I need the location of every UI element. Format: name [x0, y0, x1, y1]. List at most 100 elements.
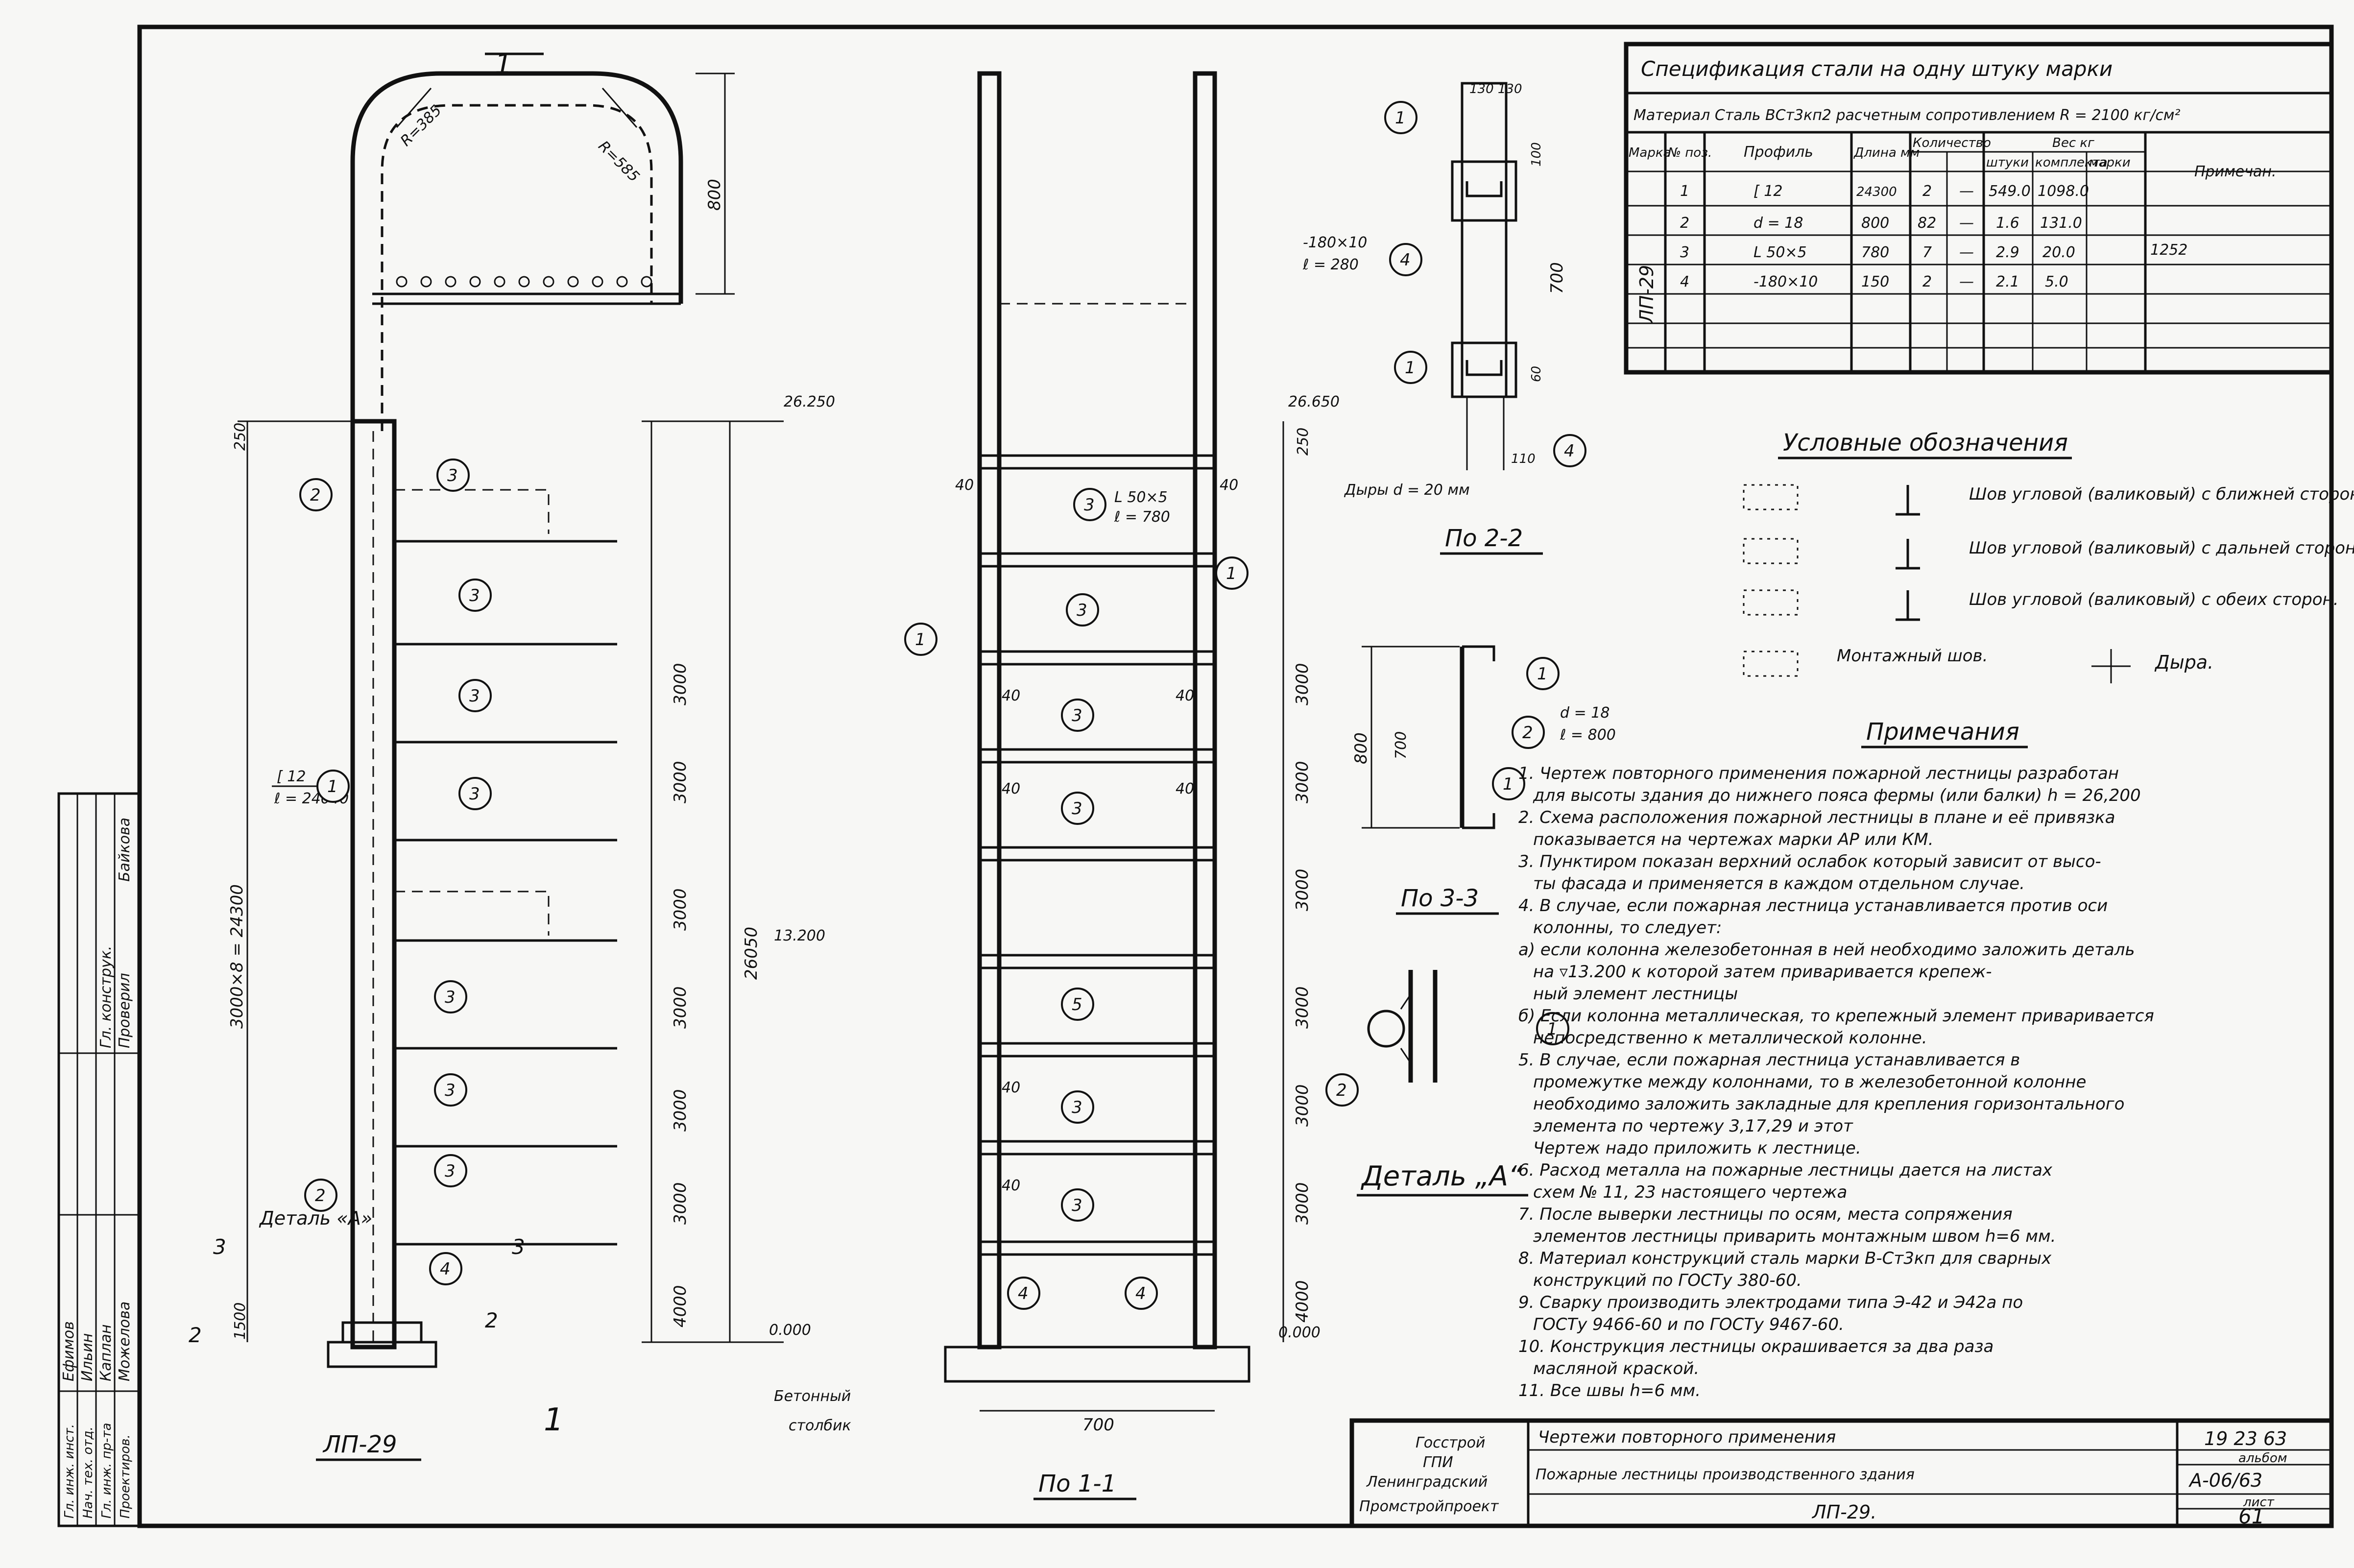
angle-note-1: L 50×5: [1114, 489, 1168, 506]
svg-text:82: 82: [1918, 215, 1936, 232]
bubble-s11-3top: [1073, 488, 1106, 521]
main-caption: ЛП-29: [322, 1431, 397, 1458]
bubble-s22-1a: [1384, 101, 1417, 134]
svg-text:131.0: 131.0: [2040, 215, 2082, 232]
spec-h-mark: Марка: [1629, 145, 1671, 160]
section22-caption: По 2-2: [1445, 525, 1523, 552]
note-line: 10. Конструкция лестницы окрашивается за…: [1518, 1337, 1994, 1356]
spec-row-4: 4 -180×10 150 2 — 2.1 5.0: [1680, 273, 2068, 290]
gap-2: 40: [1220, 477, 1238, 494]
pos-3: 3: [1084, 495, 1095, 515]
gap-1: 40: [955, 477, 974, 494]
side-stamp: Гл. инж. инст. Нач. тех. отд. Гл. инж. п…: [57, 792, 141, 1527]
note-line: элемента по чертежу 3,17,29 и этот: [1533, 1116, 1853, 1136]
gap-6: 40: [1002, 1177, 1020, 1194]
bubble-s11-1b: [1215, 556, 1249, 590]
section-1-1-view: 700 Бетонный столбик 26.650 0.000 3000 3…: [774, 71, 1340, 1500]
dim-hoop-height: 800: [705, 179, 724, 211]
bubble-s11-3b: [1061, 699, 1094, 732]
bubble-main-2-top: [299, 478, 333, 511]
sheet-frame: [137, 24, 2334, 1528]
svg-text:1098.0: 1098.0: [2038, 183, 2089, 200]
note-line: 6. Расход металла на пожарные лестницы д…: [1518, 1160, 2053, 1180]
dim-step-main-6: 3000: [671, 1182, 690, 1225]
spec-h-qty: Количество: [1913, 136, 1991, 150]
svg-text:-180×10: -180×10: [1753, 273, 1818, 290]
bubble-s22-1b: [1394, 351, 1427, 384]
tb-series: Чертежи повторного применения: [1538, 1427, 1836, 1447]
bubble-s11-3c: [1061, 792, 1094, 825]
s33-800: 800: [1351, 732, 1371, 764]
pos-1: 1: [1503, 774, 1513, 794]
stamp-role-1: Гл. инж. инст.: [62, 1424, 77, 1519]
main-view-number: 1: [544, 1402, 564, 1438]
bubble-s33-1: [1526, 657, 1560, 690]
svg-text:2.1: 2.1: [1996, 273, 2019, 290]
detail-a-label: Деталь «А»: [259, 1207, 372, 1229]
plate-note-2: ℓ = 280: [1302, 256, 1359, 273]
elev-zero: 0.000: [769, 1322, 811, 1339]
note-line: 9. Сварку производить электродами типа Э…: [1518, 1293, 2023, 1312]
bubble-main-3c: [458, 679, 492, 712]
stamp-check-2: Проверил: [116, 973, 133, 1048]
tb-org2: ГПИ: [1423, 1454, 1453, 1471]
spec-h-length: Длина мм: [1853, 145, 1920, 160]
dim-step-s11-2: 3000: [1293, 761, 1312, 803]
elev-mid: 13.200: [774, 927, 825, 944]
dim-step-s11-3: 3000: [1293, 868, 1312, 911]
tb-org4: Промстройпроект: [1359, 1498, 1499, 1515]
svg-text:d = 18: d = 18: [1753, 215, 1803, 232]
note-line: 1. Чертеж повторного применения пожарной…: [1518, 764, 2119, 783]
pos-1: 1: [1226, 564, 1237, 583]
dim-step-s11-bottom: 4000: [1293, 1280, 1312, 1323]
dim-step-s11-6: 3000: [1293, 1182, 1312, 1225]
note-line: элементов лестницы приварить монтажным ш…: [1533, 1227, 2056, 1246]
svg-text:1: 1: [1680, 183, 1689, 200]
spec-row-1: 1 [ 12 24300 2 — 549.0 1098.0: [1680, 183, 2089, 200]
dim-left-total: 3000×8 = 24300: [227, 884, 247, 1029]
legend: Условные обозначения Шов угловой (валико…: [1743, 429, 2354, 683]
svg-text:5.0: 5.0: [2045, 273, 2068, 290]
gap-5: 40: [1002, 1079, 1020, 1096]
bubble-main-2-bot: [304, 1179, 337, 1212]
spec-h-w3: марки: [2089, 155, 2131, 170]
svg-text:L 50×5: L 50×5: [1753, 244, 1807, 261]
dim-step-main-5: 3000: [671, 1089, 690, 1132]
svg-text:800: 800: [1861, 215, 1889, 232]
spec-mark: ЛП-29: [1636, 265, 1657, 324]
pos-3: 3: [445, 1081, 456, 1100]
section-3-left: 3: [213, 1235, 226, 1259]
bubble-s11-3e: [1061, 1090, 1094, 1124]
gap-7: 40: [1176, 687, 1194, 704]
detail-a-view: 1 2 Деталь „А“: [1325, 970, 1569, 1197]
stamp-name-1: Ефимов: [60, 1321, 77, 1381]
tb-album-label: альбом: [2238, 1451, 2287, 1466]
spec-material: Материал Сталь ВСт3кп2 расчетным сопроти…: [1633, 107, 2181, 124]
stamp-check-1: Гл. конструк.: [97, 946, 115, 1048]
bubble-s11-3d: [1061, 988, 1094, 1021]
rung-circle: [1367, 1010, 1405, 1048]
note-line: а) если колонна железобетонная в ней нео…: [1518, 940, 2135, 960]
tb-year: 19 23 63: [2204, 1428, 2287, 1449]
hole-note: Дыры d = 20 мм: [1344, 482, 1470, 499]
note-line: ты фасада и применяется в каждом отдельн…: [1533, 874, 2025, 893]
note-line: ный элемент лестницы: [1533, 984, 1738, 1004]
svg-text:—: —: [1959, 244, 1974, 261]
note-line: Чертеж надо приложить к лестнице.: [1533, 1138, 1861, 1158]
svg-text:150: 150: [1861, 273, 1889, 290]
section11-caption: По 1-1: [1038, 1470, 1116, 1497]
section11-elev-zero: 0.000: [1278, 1324, 1321, 1341]
pos-3: 3: [469, 784, 480, 804]
dim-step-s11-5: 3000: [1293, 1084, 1312, 1127]
note-line: колонны, то следует:: [1533, 918, 1722, 938]
note-line: 8. Материал конструкций сталь марки В-Ст…: [1518, 1249, 2052, 1268]
note-line: схем № 11, 23 настоящего чертежа: [1533, 1182, 1847, 1202]
bubble-main-3e: [434, 980, 467, 1013]
bubble-da-1: [1536, 1012, 1569, 1045]
spec-title: Спецификация стали на одну штуку марки: [1641, 57, 2113, 81]
spec-h-profile: Профиль: [1744, 144, 1813, 161]
pos-2: 2: [315, 1186, 326, 1206]
pos-3: 3: [1072, 1098, 1082, 1117]
post-label-2: столбик: [789, 1417, 851, 1434]
bubble-da-2: [1325, 1073, 1359, 1107]
